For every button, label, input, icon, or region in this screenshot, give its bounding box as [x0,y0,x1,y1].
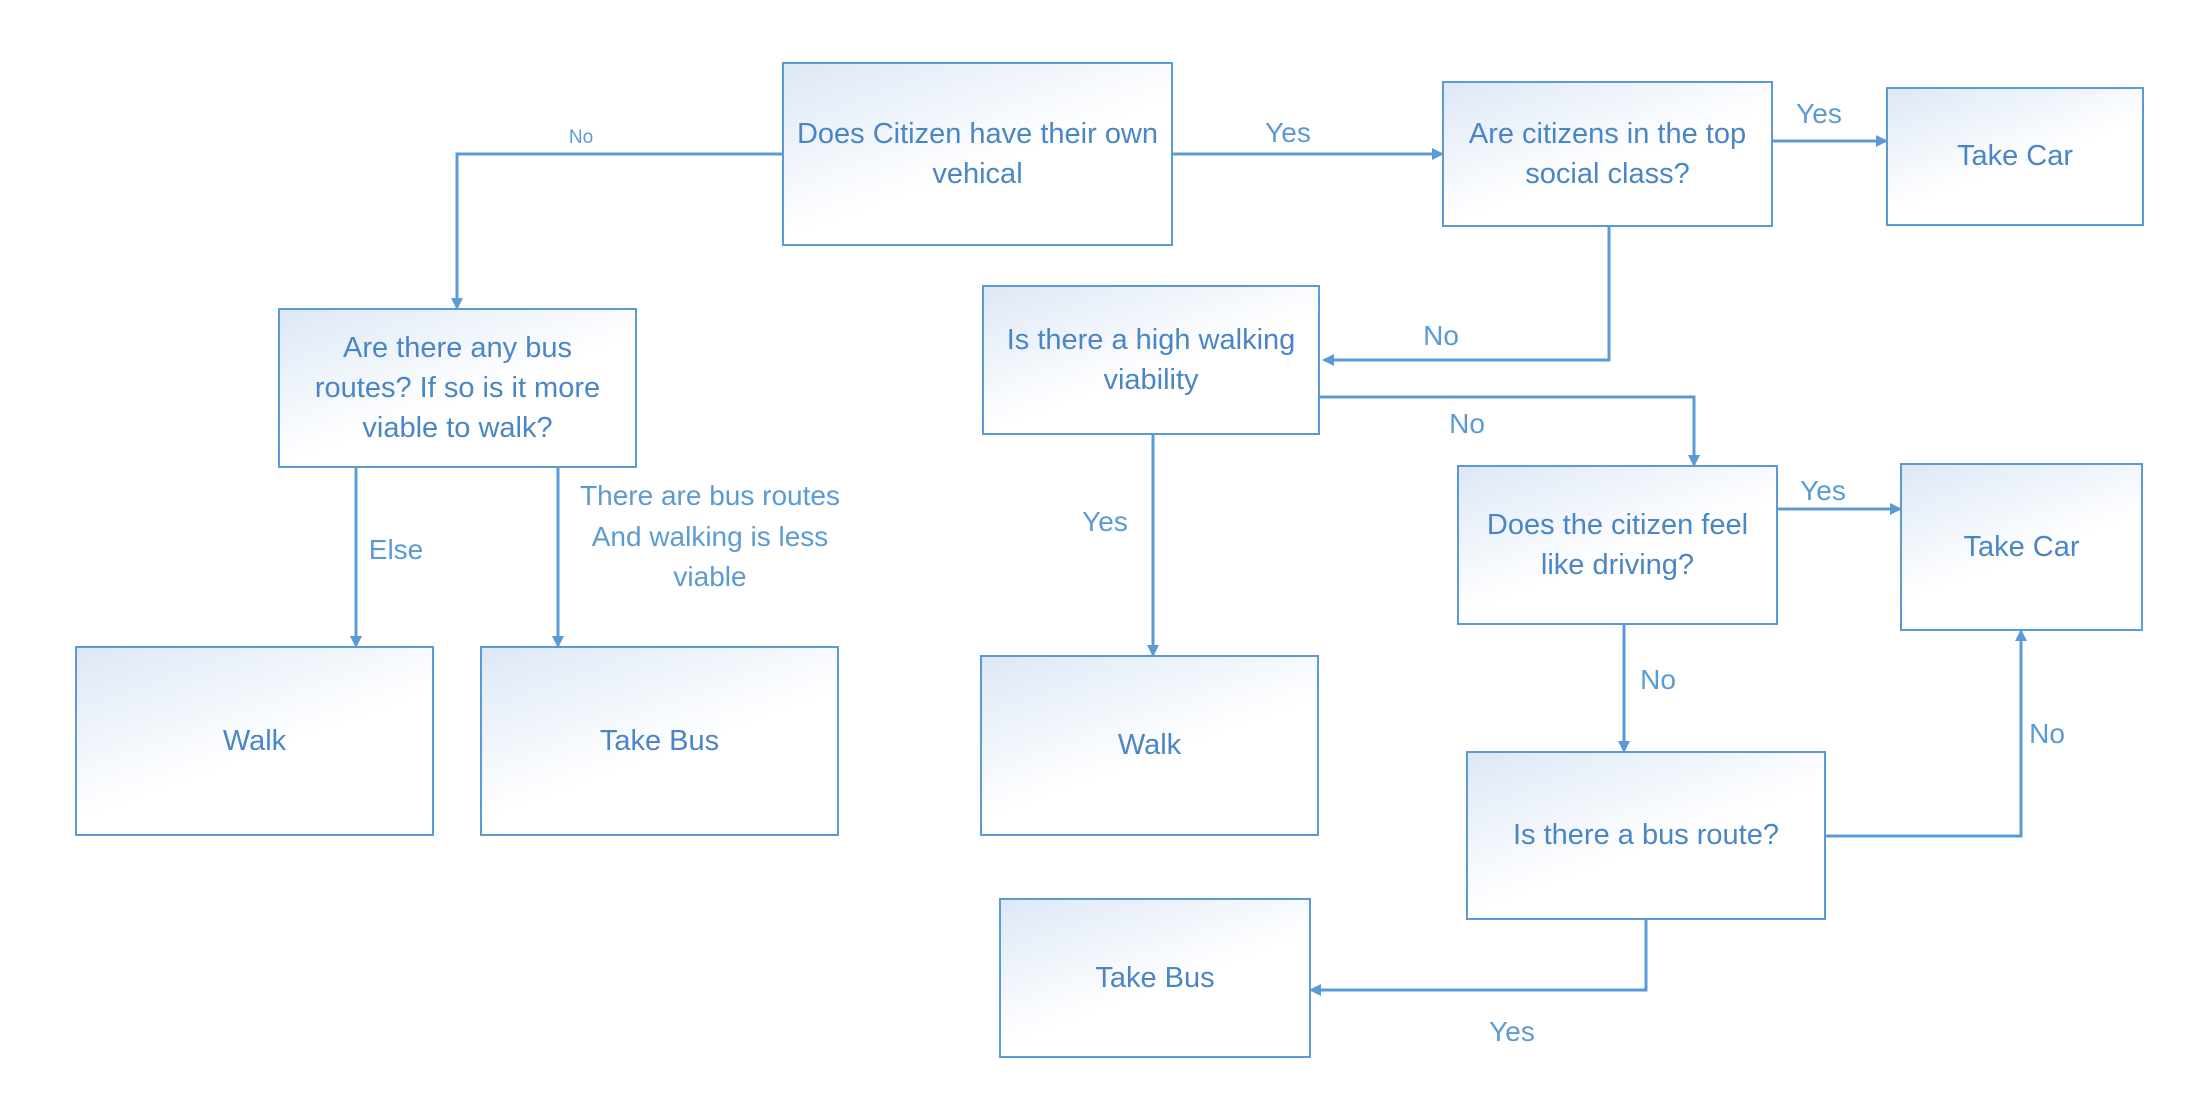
label-bus-less-viable: There are bus routes And walking is less… [580,480,840,593]
node-walk-left: Walk [75,646,434,836]
label-drive-no: No [1640,664,1676,695]
label-drive-yes: Yes [1800,475,1846,506]
label-class-no: No [1423,320,1459,351]
label-class-yes: Yes [1796,98,1842,129]
node-take-bus-bottom: Take Bus [999,898,1311,1058]
edge-route-no [1826,629,2027,838]
label-route-no: No [2029,718,2065,749]
node-walking-viability: Is there a high walking viability [982,285,1320,435]
label-own-no: No [568,127,594,148]
node-take-bus-left: Take Bus [480,646,839,836]
label-walkviab-yes: Yes [1082,506,1128,537]
node-take-car-top: Take Car [1886,87,2144,226]
node-top-class: Are citizens in the top social class? [1442,81,1773,227]
node-feel-driving: Does the citizen feel like driving? [1457,465,1778,625]
label-own-yes: Yes [1265,117,1311,148]
edge-walkviab-no [1320,395,1700,467]
edge-class-no [1322,227,1611,366]
node-take-car-right: Take Car [1900,463,2143,631]
node-walk-mid: Walk [980,655,1319,836]
node-own-vehicle: Does Citizen have their own vehical [782,62,1173,246]
edge-route-yes [1309,920,1648,996]
label-route-yes: Yes [1489,1016,1535,1047]
edge-own-no [451,152,782,310]
label-bus-else: Else [368,534,424,565]
node-bus-routes: Are there any bus routes? If so is it mo… [278,308,637,468]
node-bus-route: Is there a bus route? [1466,751,1826,920]
label-walkviab-no: No [1449,408,1485,439]
